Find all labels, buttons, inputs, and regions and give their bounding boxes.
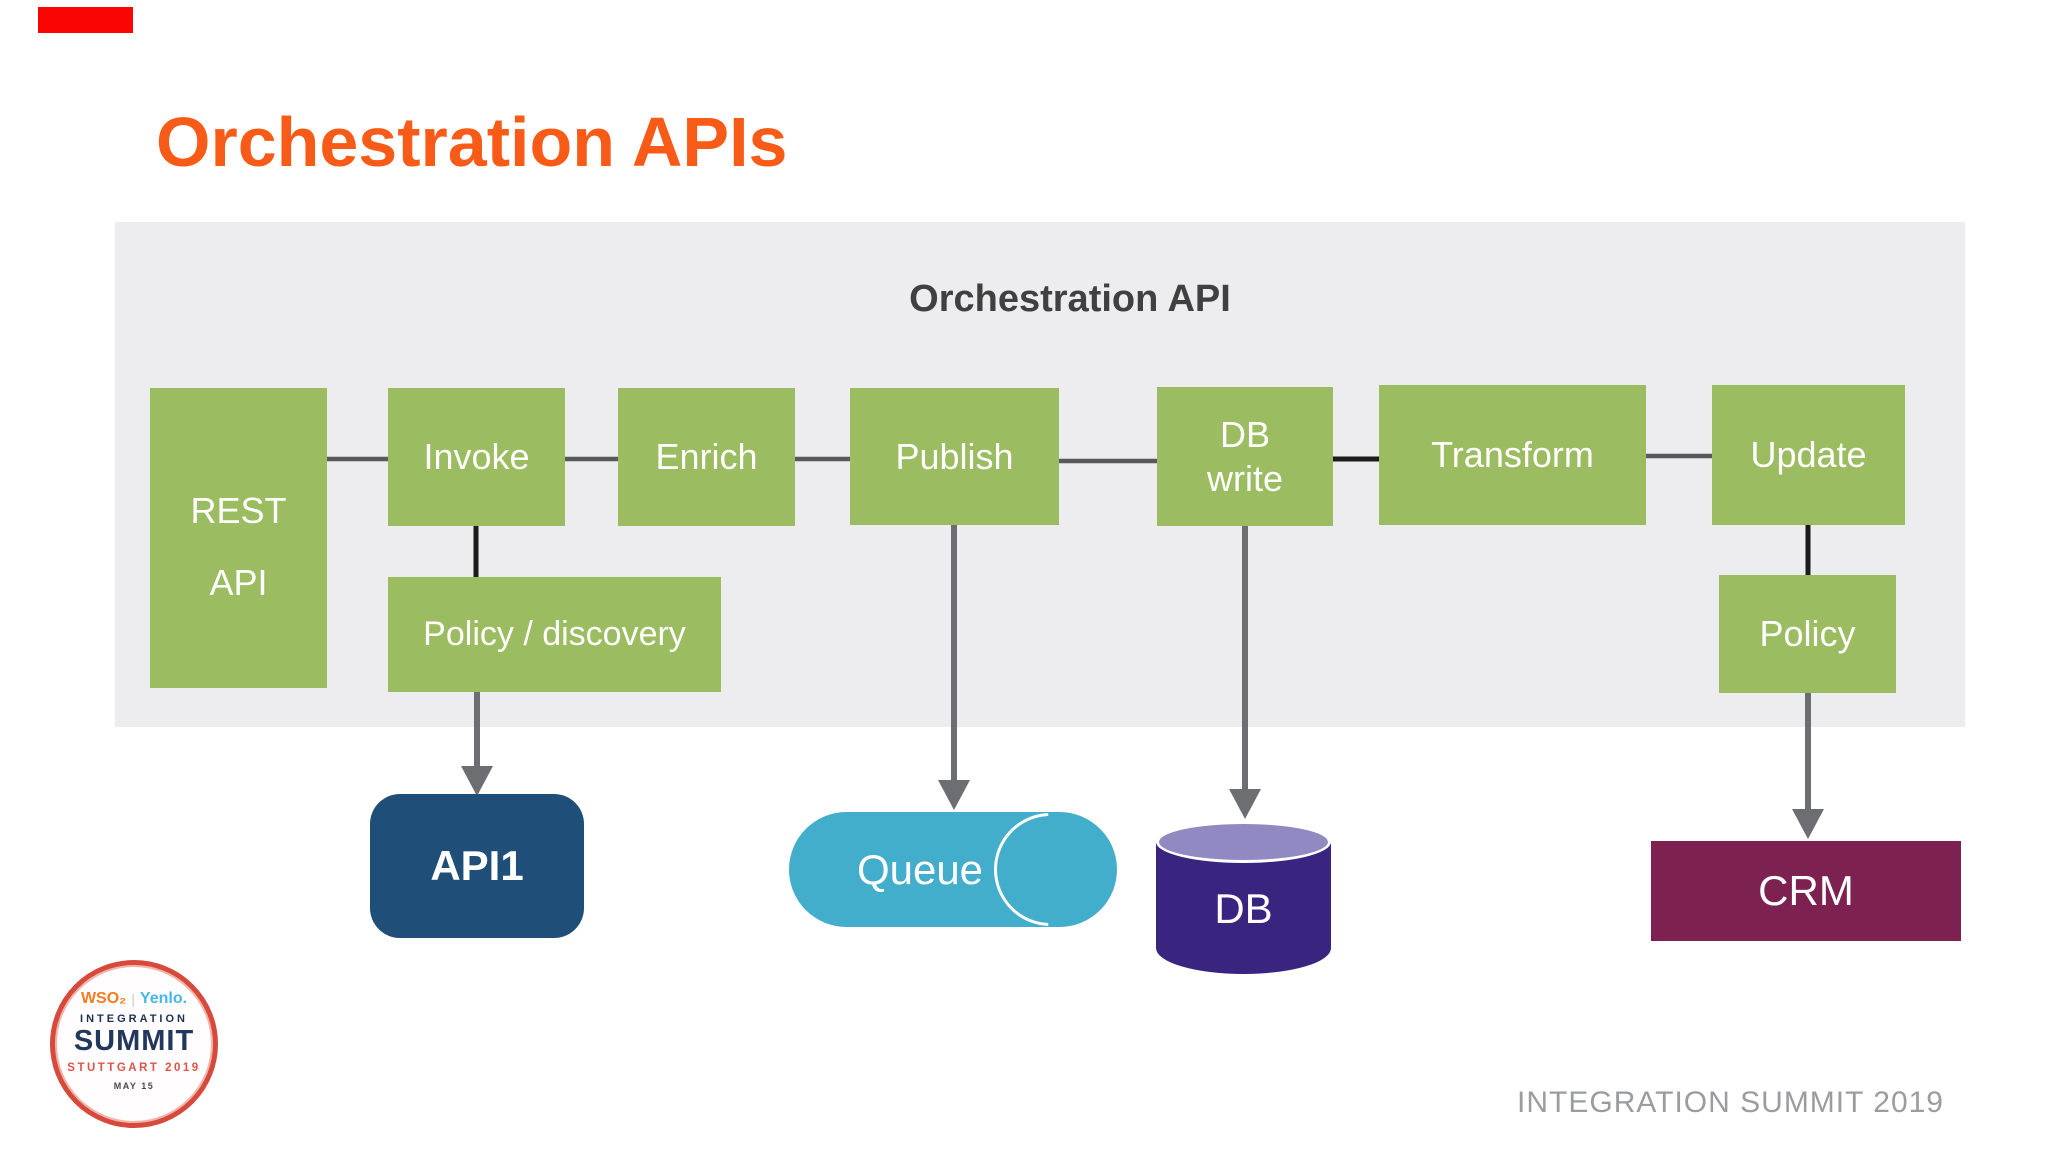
- red-accent-bar: [38, 7, 133, 33]
- node-publish-label: Publish: [895, 435, 1014, 477]
- arrow-policydiscovery-api1-head: [461, 766, 493, 796]
- node-enrich-label: Enrich: [655, 436, 758, 478]
- node-transform-label: Transform: [1431, 434, 1594, 476]
- node-rest-api-line1: REST: [190, 490, 287, 532]
- node-enrich: Enrich: [618, 388, 795, 526]
- endpoint-queue-cylinder: Queue: [789, 812, 1117, 927]
- panel-title: Orchestration API: [909, 278, 1231, 320]
- node-policy-discovery: Policy / discovery: [388, 577, 721, 692]
- endpoint-db-label: DB: [1214, 885, 1273, 932]
- node-policy: Policy: [1719, 575, 1896, 693]
- node-rest-api-line2: API: [209, 562, 268, 603]
- node-db-write: DB write: [1157, 387, 1333, 526]
- yenlo-logo: Yenlo.: [139, 990, 188, 1007]
- node-update-label: Update: [1750, 434, 1867, 476]
- db-cylinder-body: [1156, 842, 1331, 974]
- logo-integration-text: INTEGRATION: [80, 1013, 188, 1025]
- node-policy-label: Policy: [1759, 613, 1856, 655]
- logo-brand-row: WSO₂ | Yenlo.: [81, 991, 187, 1007]
- node-policy-discovery-label: Policy / discovery: [423, 614, 686, 653]
- endpoint-crm: CRM: [1651, 841, 1961, 941]
- node-transform: Transform: [1379, 385, 1646, 525]
- node-invoke: Invoke: [388, 388, 565, 526]
- node-publish: Publish: [850, 388, 1059, 525]
- endpoint-api1-label: API1: [430, 842, 524, 889]
- arrow-publish-queue-head: [938, 780, 970, 810]
- logo-divider: |: [131, 991, 135, 1007]
- endpoint-queue-label: Queue: [856, 845, 984, 893]
- node-invoke-label: Invoke: [423, 436, 530, 478]
- endpoint-crm-label: CRM: [1758, 867, 1854, 914]
- node-db-write-line2: write: [1206, 457, 1283, 499]
- event-logo-badge: WSO₂ | Yenlo. INTEGRATION SUMMIT STUTTGA…: [50, 960, 218, 1128]
- node-rest-api: REST API: [150, 388, 327, 688]
- arrow-policy-crm-head: [1792, 809, 1824, 839]
- node-db-write-line1: DB: [1219, 413, 1270, 455]
- slide-title: Orchestration APIs: [156, 103, 788, 181]
- node-update: Update: [1712, 385, 1905, 525]
- wso2-logo: WSO₂: [80, 990, 127, 1007]
- footer-event-text: INTEGRATION SUMMIT 2019: [1517, 1086, 1944, 1119]
- db-cylinder-top-ellipse: [1156, 821, 1331, 863]
- endpoint-api1: API1: [370, 794, 584, 938]
- endpoint-db-cylinder: DB: [1156, 821, 1331, 974]
- arrow-dbwrite-db-head: [1229, 789, 1261, 819]
- logo-date-text: MAY 15: [113, 1081, 155, 1092]
- logo-summit-text: SUMMIT: [73, 1025, 195, 1057]
- logo-city-text: STUTTGART 2019: [67, 1062, 201, 1075]
